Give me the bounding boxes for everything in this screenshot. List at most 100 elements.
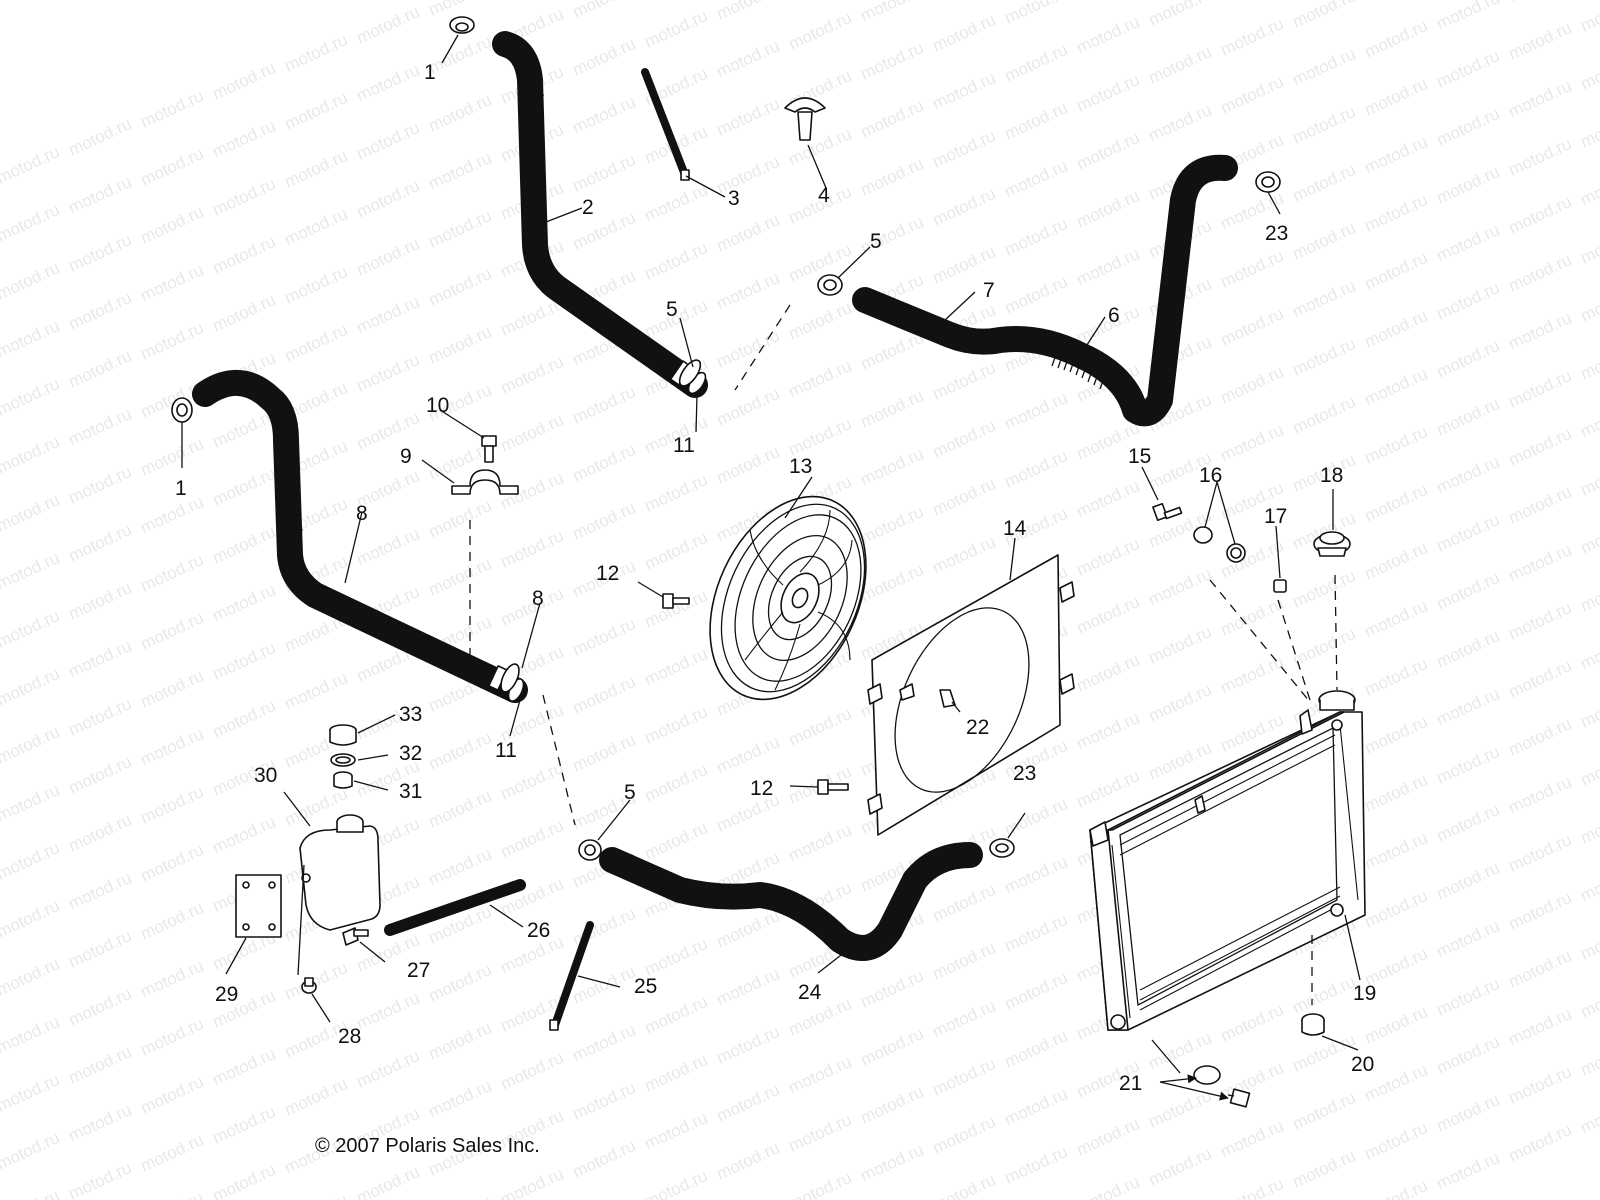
watermark-text: motod.ru [714, 1080, 783, 1126]
push-rivet-4 [784, 97, 826, 141]
watermark-text: motod.ru [1290, 334, 1359, 380]
watermark-text: motod.ru [1506, 192, 1575, 238]
watermark-text: motod.ru [498, 874, 567, 920]
watermark-text: motod.ru [426, 322, 495, 368]
watermark-text: motod.ru [1002, 388, 1071, 434]
hose-24 [599, 842, 983, 961]
watermark-text: motod.ru [1218, 1058, 1287, 1104]
watermark-text: motod.ru [642, 470, 711, 516]
watermark-text: motod.ru [354, 988, 423, 1034]
watermark-text: motod.ru [1506, 366, 1575, 412]
watermark-text: motod.ru [354, 408, 423, 454]
watermark-text: motod.ru [858, 1140, 927, 1186]
clamp-5-hose2 [678, 359, 702, 387]
watermark-text: motod.ru [642, 992, 711, 1038]
callout-17: 17 [1264, 505, 1287, 528]
watermark-text: motod.ru [1434, 0, 1503, 34]
watermark-text: motod.ru [1074, 534, 1143, 580]
bolt-10 [481, 435, 497, 463]
watermark-text: motod.ru [1434, 452, 1503, 498]
fitting-27 [342, 927, 369, 946]
watermark-text: motod.ru [570, 382, 639, 428]
nut-17 [1273, 579, 1287, 593]
watermark-text: motod.ru [1362, 132, 1431, 178]
watermark-text: motod.ru [426, 32, 495, 78]
watermark-text: motod.ru [1578, 222, 1600, 268]
clamp-5-bottom [578, 839, 602, 861]
watermark-text: motod.ru [66, 926, 135, 972]
watermark-text: motod.ru [498, 410, 567, 456]
watermark-text: motod.ru [1434, 626, 1503, 672]
watermark-text: motod.ru [138, 550, 207, 596]
watermark-text: motod.ru [210, 580, 279, 626]
watermark-text: motod.ru [1002, 0, 1071, 28]
bracket-9 [451, 469, 519, 495]
watermark-text: motod.ru [1578, 686, 1600, 732]
watermark-text: motod.ru [570, 150, 639, 196]
watermark-text: motod.ru [426, 1076, 495, 1122]
watermark-text: motod.ru [1362, 828, 1431, 874]
watermark-text: motod.ru [786, 414, 855, 460]
watermark-text: motod.ru [570, 498, 639, 544]
watermark-text: motod.ru [570, 672, 639, 718]
watermark-text: motod.ru [66, 230, 135, 276]
watermark-text: motod.ru [1146, 564, 1215, 610]
watermark-text: motod.ru [1146, 100, 1215, 146]
watermark-text: motod.ru [786, 704, 855, 750]
watermark-text: motod.ru [1362, 306, 1431, 352]
watermark-text: motod.ru [1506, 76, 1575, 122]
watermark-text: motod.ru [1002, 214, 1071, 260]
clamp-1-left [171, 397, 193, 423]
watermark-text: motod.ru [1290, 1146, 1359, 1192]
watermark-text: motod.ru [1434, 162, 1503, 208]
watermark-text: motod.ru [210, 116, 279, 162]
watermark-text: motod.ru [210, 464, 279, 510]
callout-33: 33 [399, 703, 422, 726]
watermark-text: motod.ru [354, 60, 423, 106]
watermark-text: motod.ru [498, 1164, 567, 1200]
clamp-5-hose8 [500, 663, 520, 693]
watermark-text: motod.ru [642, 586, 711, 632]
watermark-text: motod.ru [786, 8, 855, 54]
clamp-1-top [449, 16, 475, 34]
watermark-text: motod.ru [426, 90, 495, 136]
watermark-text: motod.ru [1434, 46, 1503, 92]
watermark-text: motod.ru [714, 1138, 783, 1184]
watermark-text: motod.ru [1290, 102, 1359, 148]
watermark-text: motod.ru [354, 1162, 423, 1200]
watermark-text: motod.ru [714, 384, 783, 430]
watermark-text: motod.ru [1074, 1172, 1143, 1200]
watermark-text: motod.ru [1362, 248, 1431, 294]
watermark-text: motod.ru [642, 528, 711, 574]
callout-25: 25 [634, 975, 657, 998]
watermark-text: motod.ru [1506, 250, 1575, 296]
watermark-text: motod.ru [498, 758, 567, 804]
watermark-text: motod.ru [858, 966, 927, 1012]
watermark-text: motod.ru [570, 92, 639, 138]
callout-3: 3 [728, 187, 740, 210]
watermark-text: motod.ru [282, 958, 351, 1004]
watermark-text: motod.ru [66, 288, 135, 334]
watermark-text: motod.ru [1218, 14, 1287, 60]
watermark-text: motod.ru [138, 86, 207, 132]
watermark-text: motod.ru [1218, 246, 1287, 292]
watermark-text: motod.ru [930, 1170, 999, 1200]
watermark-text: motod.ru [1362, 596, 1431, 642]
watermark-text: motod.ru [498, 816, 567, 862]
watermark-text: motod.ru [1578, 454, 1600, 500]
watermark-text: motod.ru [138, 202, 207, 248]
watermark-text: motod.ru [0, 490, 62, 536]
callout-31: 31 [399, 780, 422, 803]
callout-12-lower: 12 [750, 777, 773, 800]
watermark-text: motod.ru [282, 262, 351, 308]
callout-9: 9 [400, 445, 412, 468]
reservoir-cap-33 [329, 724, 357, 746]
watermark-text: motod.ru [858, 444, 927, 490]
watermark-text: motod.ru [1290, 392, 1359, 438]
watermark-text: motod.ru [786, 356, 855, 402]
watermark-text: motod.ru [1002, 852, 1071, 898]
watermark-text: motod.ru [1506, 1062, 1575, 1108]
watermark-text: motod.ru [354, 1046, 423, 1092]
callout-1-top: 1 [424, 61, 436, 84]
